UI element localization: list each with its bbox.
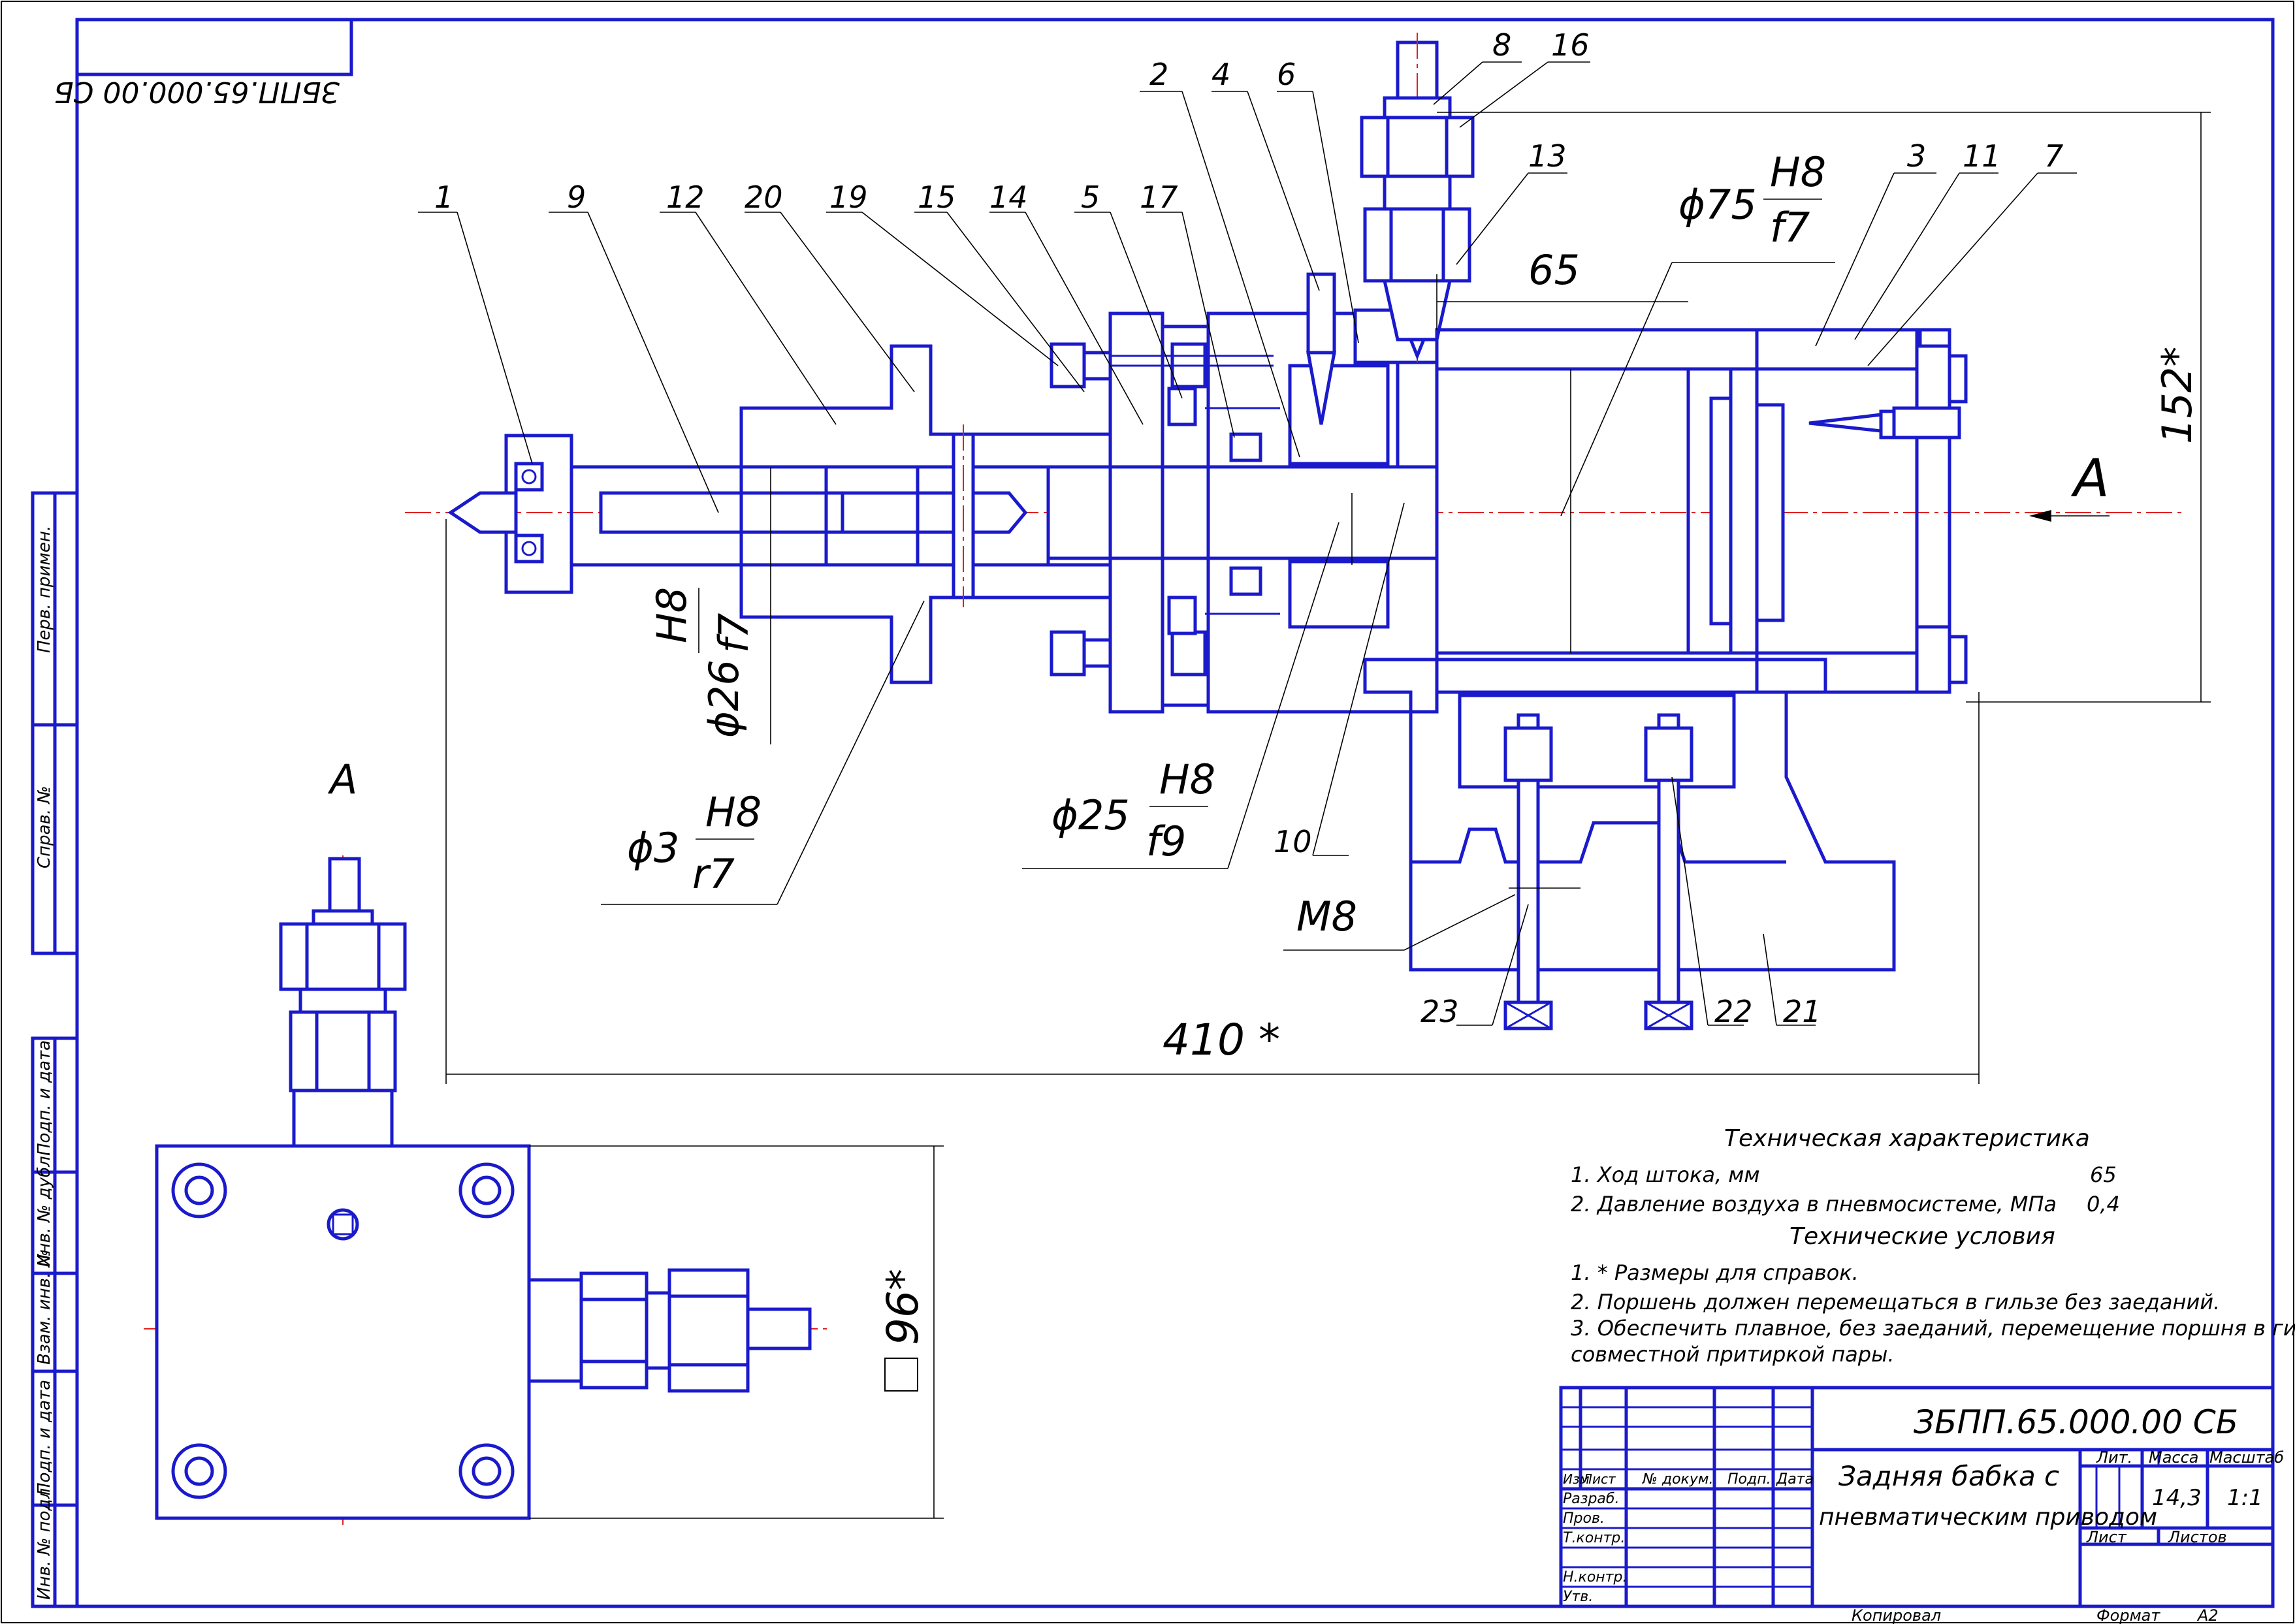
svg-text:А2: А2: [2196, 1606, 2219, 1624]
svg-text:19: 19: [829, 180, 868, 215]
rotated-code-text: ЗБПП.65.000.00 СБ: [54, 75, 340, 108]
svg-text:65: 65: [2090, 1162, 2117, 1187]
svg-text:17: 17: [1140, 180, 1178, 215]
svg-text:Подп. и дата: Подп. и дата: [35, 1380, 54, 1495]
svg-text:Подп.: Подп.: [1727, 1471, 1771, 1488]
svg-text:Подп. и дата: Подп. и дата: [35, 1040, 54, 1156]
svg-text:2. Давление воздуха в пневмоси: 2. Давление воздуха в пневмосистеме, МПа: [1571, 1192, 2057, 1217]
view-a: [144, 855, 944, 1525]
svg-text:H8: H8: [1159, 756, 1215, 803]
svg-text:20: 20: [745, 180, 783, 215]
svg-text:7: 7: [2044, 138, 2063, 174]
svg-text:65: 65: [1528, 246, 1580, 294]
svg-text:ϕ25: ϕ25: [1051, 791, 1130, 839]
svg-text:22: 22: [1714, 994, 1753, 1029]
svg-text:ϕ75: ϕ75: [1678, 181, 1757, 229]
svg-text:Лит.: Лит.: [2096, 1448, 2132, 1467]
svg-text:4: 4: [1212, 57, 1230, 92]
svg-text:H8: H8: [1770, 148, 1826, 196]
svg-text:6: 6: [1277, 57, 1296, 92]
svg-text:10: 10: [1274, 824, 1312, 859]
svg-text:Взам. инв. №: Взам. инв. №: [35, 1249, 54, 1365]
svg-text:Перв. примен.: Перв. примен.: [35, 526, 54, 653]
mass-value: 14,3: [2152, 1485, 2202, 1511]
svg-text:H8: H8: [705, 788, 762, 836]
svg-text:0,4: 0,4: [2087, 1192, 2120, 1217]
svg-text:Инв. № подл.: Инв. № подл.: [35, 1483, 54, 1600]
svg-text:8: 8: [1492, 27, 1511, 63]
svg-text:1. * Размеры для справок.: 1. * Размеры для справок.: [1571, 1260, 1859, 1285]
rotated-code-box: ЗБПП.65.000.00 СБ: [54, 18, 353, 108]
svg-text:Утв.: Утв.: [1563, 1589, 1593, 1605]
svg-text:Формат: Формат: [2096, 1606, 2160, 1624]
svg-text:Масштаб: Масштаб: [2209, 1448, 2284, 1467]
svg-text:№ докум.: № докум.: [1642, 1471, 1713, 1488]
drawing-texts: ЗБПП.65.000.00 СБ Задняя бабка с пневмат…: [327, 27, 2295, 1624]
scale-value: 1:1: [2227, 1485, 2263, 1511]
svg-text:M8: M8: [1296, 893, 1357, 940]
svg-text:3. Обеспечить плавное, без зае: 3. Обеспечить плавное, без заеданий, пер…: [1571, 1316, 2295, 1341]
svg-text:А: А: [327, 756, 357, 803]
svg-text:Лист: Лист: [2086, 1528, 2127, 1546]
svg-text:Листов: Листов: [2168, 1528, 2227, 1546]
svg-text:Лист: Лист: [1582, 1471, 1616, 1487]
svg-text:11: 11: [1963, 138, 2001, 174]
svg-text:Масса: Масса: [2149, 1448, 2199, 1467]
svg-text:2: 2: [1149, 57, 1168, 92]
svg-text:Дата: Дата: [1776, 1471, 1814, 1488]
svg-text:f7: f7: [710, 613, 758, 653]
main-section-view: [405, 33, 2181, 1030]
svg-text:r7: r7: [692, 850, 735, 898]
svg-text:16: 16: [1551, 27, 1590, 63]
svg-text:H8: H8: [648, 587, 696, 643]
svg-text:Инв. № дубл.: Инв. № дубл.: [35, 1151, 54, 1267]
svg-text:5: 5: [1081, 180, 1100, 215]
svg-text:9: 9: [567, 180, 586, 215]
svg-text:А: А: [2070, 448, 2110, 509]
svg-text:f7: f7: [1770, 204, 1810, 251]
svg-text:f9: f9: [1146, 818, 1186, 865]
svg-text:Н.контр.: Н.контр.: [1563, 1569, 1627, 1585]
svg-text:14: 14: [989, 180, 1028, 215]
conditions-heading: Технические условия: [1789, 1223, 2055, 1250]
svg-text:Пров.: Пров.: [1563, 1510, 1605, 1527]
svg-text:ϕ3: ϕ3: [627, 824, 679, 872]
title-block: [1559, 1386, 2275, 1608]
svg-text:Т.контр.: Т.контр.: [1563, 1530, 1625, 1546]
svg-text:96*: 96*: [878, 1269, 928, 1345]
title-line-1: Задняя бабка с: [1838, 1460, 2059, 1492]
svg-text:1: 1: [434, 180, 453, 215]
svg-text:2. Поршень должен перемещаться: 2. Поршень должен перемещаться в гильзе …: [1571, 1290, 2220, 1314]
svg-text:3: 3: [1907, 138, 1926, 174]
svg-text:Справ. №: Справ. №: [35, 786, 54, 868]
svg-text:совместной притиркой пары.: совместной притиркой пары.: [1571, 1342, 1895, 1367]
dimension-lines: [445, 112, 2211, 1084]
svg-text:ϕ26: ϕ26: [700, 660, 748, 738]
svg-text:15: 15: [918, 180, 956, 215]
svg-text:Разраб.: Разраб.: [1563, 1491, 1619, 1507]
svg-text:Копировал: Копировал: [1852, 1606, 1941, 1624]
svg-text:1. Ход штока, мм: 1. Ход штока, мм: [1571, 1162, 1760, 1187]
tech-heading: Техническая характеристика: [1724, 1125, 2090, 1152]
side-strip: Перв. примен. Справ. № Подп. и дата Инв.…: [31, 491, 79, 1608]
title-code: ЗБПП.65.000.00 СБ: [1914, 1403, 2238, 1441]
svg-text:13: 13: [1528, 138, 1567, 174]
title-line-2: пневматическим приводом: [1819, 1504, 2157, 1531]
svg-text:152*: 152*: [2153, 347, 2201, 444]
svg-text:12: 12: [666, 180, 705, 215]
svg-text:23: 23: [1420, 994, 1459, 1029]
svg-text:410 *: 410 *: [1163, 1015, 1280, 1065]
position-leaders: [418, 61, 2077, 1026]
svg-text:21: 21: [1783, 994, 1822, 1029]
svg-text:Изм: Изм: [1563, 1471, 1590, 1487]
